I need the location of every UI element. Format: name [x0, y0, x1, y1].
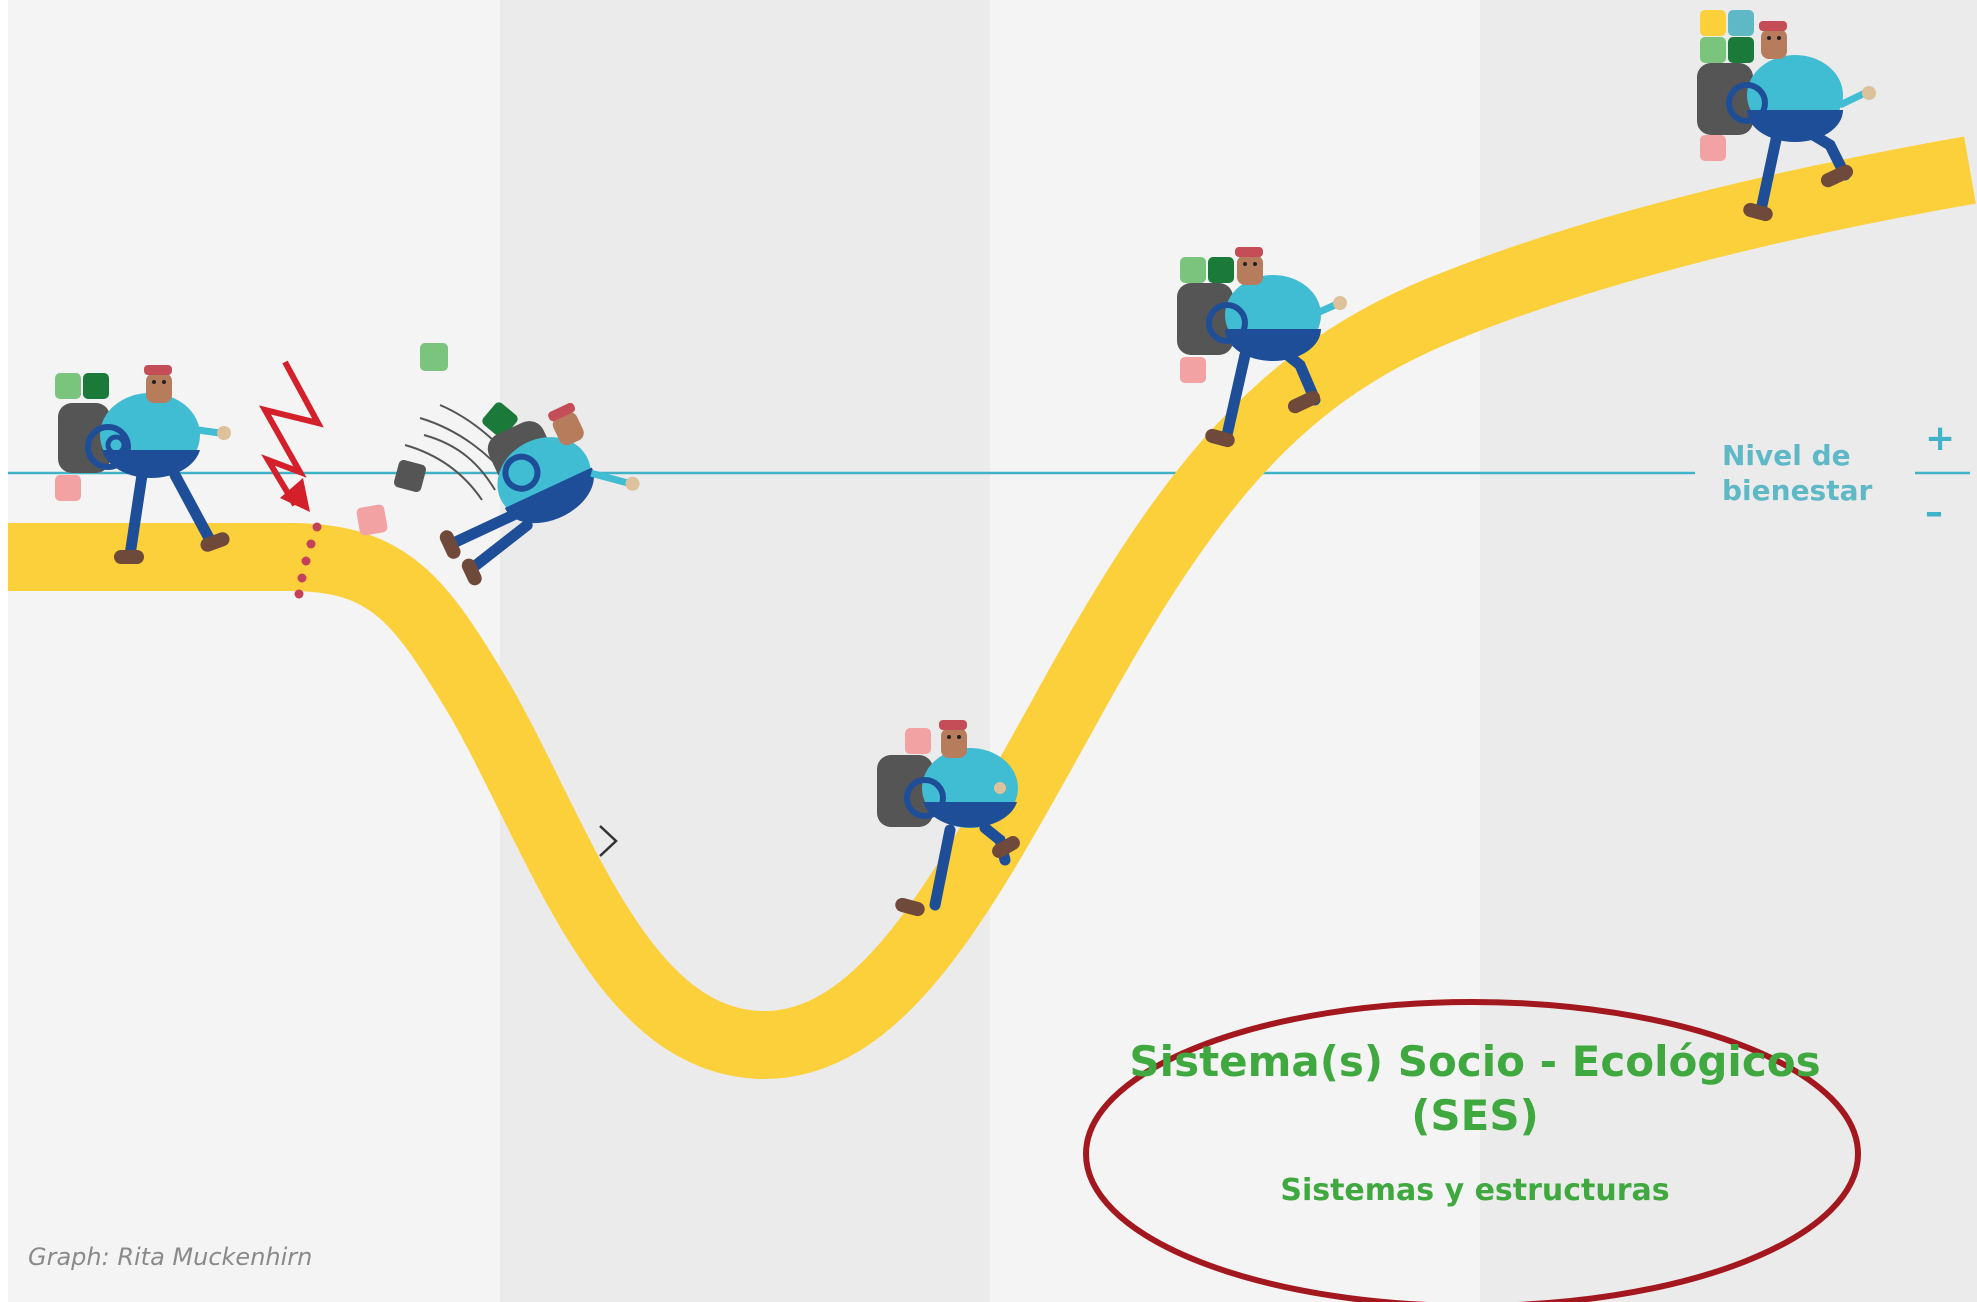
- break-dots: [294, 522, 322, 599]
- hiker-start: [55, 365, 231, 564]
- wellbeing-label-line2: bienestar: [1722, 474, 1873, 507]
- ses-caption: Sistema(s) Socio - Ecológicos (SES) Sist…: [1090, 1035, 1860, 1208]
- falling-item-green: [420, 343, 448, 371]
- falling-item-gray: [393, 459, 427, 493]
- minus-icon: –: [1925, 492, 1943, 533]
- plus-icon: +: [1925, 418, 1956, 459]
- shock-icon: [258, 360, 324, 512]
- chevron-right-icon: [599, 825, 618, 857]
- hiker-recovering: [877, 720, 1020, 917]
- falling-item-darkgreen: [482, 402, 518, 438]
- band-2: [500, 0, 990, 1302]
- hiker-climbing: [1177, 247, 1347, 448]
- ses-title-line2: (SES): [1411, 1091, 1539, 1140]
- resilience-path: [8, 136, 1976, 1079]
- graph-credit: Graph: Rita Muckenhirn: [28, 1243, 313, 1271]
- wellbeing-label: Nivel de bienestar: [1722, 438, 1872, 508]
- hiker-falling: [439, 402, 640, 586]
- ses-subtitle: Sistemas y estructuras: [1280, 1173, 1670, 1208]
- falling-item-pink: [356, 504, 388, 536]
- wellbeing-label-line1: Nivel de: [1722, 439, 1851, 472]
- ses-ellipse: [1083, 999, 1861, 1302]
- hiker-top: [1697, 10, 1876, 222]
- ses-title-line1: Sistema(s) Socio - Ecológicos: [1129, 1037, 1821, 1086]
